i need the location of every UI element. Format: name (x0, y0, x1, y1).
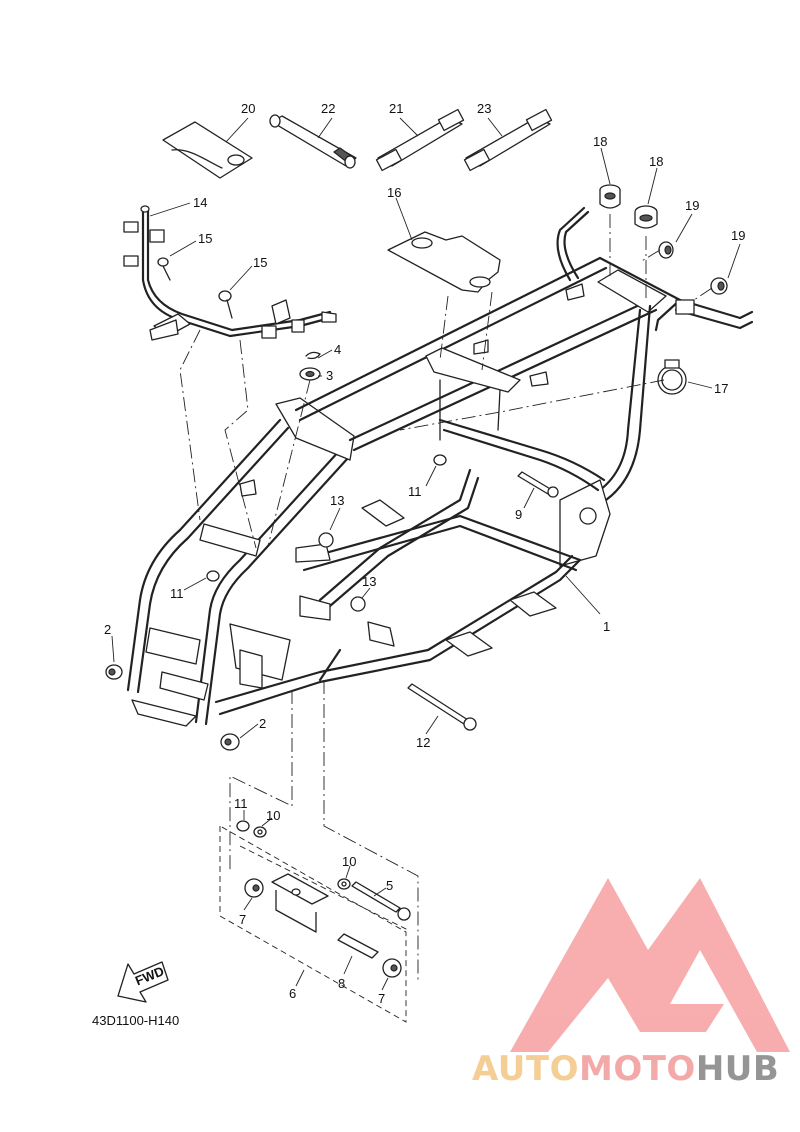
part-11-nut-b (206, 570, 220, 582)
automotohub-logo: AUTOMOTOHUB (472, 878, 790, 1089)
part-23-band (463, 108, 553, 172)
callout-19a: 19 (685, 198, 699, 213)
drawing-code: 43D1100-H140 (92, 1013, 179, 1028)
part-16-plate (387, 231, 501, 293)
logo-triangle-mark (510, 878, 790, 1052)
callout-13b: 13 (362, 574, 376, 589)
logo-text-moto: MOTO (579, 1049, 696, 1089)
callout-9: 9 (515, 507, 522, 522)
callout-7b: 7 (378, 991, 385, 1006)
callout-13a: 13 (330, 493, 344, 508)
callout-22: 22 (321, 101, 335, 116)
part-2-cap-left (105, 664, 123, 680)
callout-11c: 11 (234, 796, 248, 811)
part-21-band (375, 108, 465, 172)
callout-6: 6 (289, 986, 296, 1001)
part-9-bolt (517, 471, 559, 498)
part-11-nut-c (236, 820, 250, 832)
callout-2b: 2 (259, 716, 266, 731)
callout-5: 5 (386, 878, 393, 893)
part-4-clip (305, 351, 321, 360)
part-11-nut-a (433, 454, 447, 466)
part-18-grommet-b (634, 205, 658, 229)
callout-10b: 10 (342, 854, 356, 869)
logo-text-auto: AUTO (472, 1049, 579, 1089)
part-3-bushing (299, 367, 321, 381)
part-13-damper-b (350, 596, 366, 612)
callout-4: 4 (334, 342, 341, 357)
callout-15a: 15 (198, 231, 212, 246)
svg-text:AUTOMOTOHUB: AUTOMOTOHUB (472, 1049, 779, 1089)
callout-20: 20 (241, 101, 255, 116)
callout-8: 8 (338, 976, 345, 991)
part-10-washer-a (253, 826, 267, 838)
part-20-pad (162, 121, 253, 179)
part-15-bolt-a (157, 257, 171, 281)
callout-19b: 19 (731, 228, 745, 243)
leader-lines (111, 117, 741, 991)
callout-16: 16 (387, 185, 401, 200)
fwd-direction-arrow: FWD (117, 961, 169, 1003)
callout-15b: 15 (253, 255, 267, 270)
part-13-damper-a (318, 532, 334, 548)
callout-14: 14 (193, 195, 207, 210)
part-8-collar (337, 933, 379, 959)
callout-7a: 7 (239, 912, 246, 927)
part-6-bracket-assembly (219, 825, 409, 1023)
part-7-damper-b (382, 958, 402, 978)
callout-23: 23 (477, 101, 491, 116)
callout-2a: 2 (104, 622, 111, 637)
part-2-cap-right (220, 733, 240, 751)
part-1-main-frame (126, 206, 754, 727)
assembly-lines (179, 214, 713, 980)
callout-labels: 20 22 21 23 16 18 18 19 19 14 15 15 4 3 … (104, 101, 745, 1006)
callout-3: 3 (326, 368, 333, 383)
part-19-cap-b (710, 277, 728, 295)
part-22-pipe (269, 114, 357, 169)
part-18-grommet-a (599, 184, 621, 209)
callout-17: 17 (714, 381, 728, 396)
callout-18b: 18 (649, 154, 663, 169)
logo-text-hub: HUB (696, 1049, 779, 1089)
part-7-damper-a (244, 878, 264, 898)
callout-10a: 10 (266, 808, 280, 823)
callout-21: 21 (389, 101, 403, 116)
part-5-bolt (351, 881, 411, 921)
part-12-bolt (407, 683, 477, 731)
part-10-washer-b (337, 878, 351, 890)
part-19-cap-a (658, 241, 674, 259)
part-15-bolt-b (218, 290, 233, 319)
callout-12: 12 (416, 735, 430, 750)
part-14-front-bar (123, 205, 337, 339)
callout-11a: 11 (408, 484, 422, 499)
callout-1: 1 (603, 619, 610, 634)
callout-18a: 18 (593, 134, 607, 149)
callout-11b: 11 (170, 586, 184, 601)
part-17-clamp (657, 359, 687, 395)
